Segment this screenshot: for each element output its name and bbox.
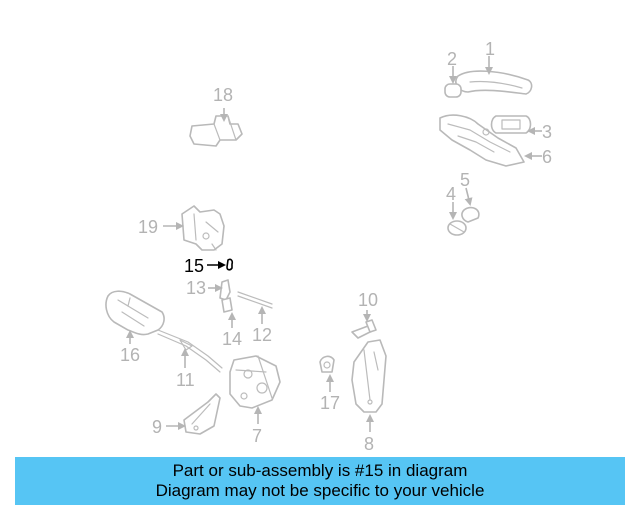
part-bracket-14: [221, 297, 233, 313]
part-clip-15: [226, 258, 234, 271]
banner-line-part: Part or sub-assembly is #15 in diagram: [172, 461, 468, 480]
callout-5: 5: [460, 170, 470, 190]
callout-19: 19: [138, 217, 158, 237]
part-lock-cylinder: [447, 220, 467, 236]
callout-7: 7: [252, 426, 262, 446]
callout-4: 4: [446, 184, 456, 204]
callout-12: 12: [252, 325, 272, 345]
part-outside-handle: [455, 70, 533, 95]
info-banner: Part or sub-assembly is #15 in diagram D…: [15, 457, 625, 505]
callout-10: 10: [358, 290, 378, 310]
part-screw-10: [351, 319, 377, 339]
part-handle-base: [439, 114, 525, 167]
callout-16: 16: [120, 345, 140, 365]
callout-14: 14: [222, 329, 242, 349]
callout-8: 8: [364, 434, 374, 454]
part-handle-pad: [444, 83, 462, 98]
part-latch: [229, 355, 281, 409]
callout-3: 3: [542, 122, 552, 142]
callout-15: 15: [184, 256, 204, 276]
callout-2: 2: [447, 49, 457, 69]
part-actuator-8: [351, 339, 387, 413]
callout-9: 9: [152, 417, 162, 437]
part-rod-bracket: [183, 393, 221, 435]
part-rod-12: [237, 291, 273, 309]
banner-line-disclaimer: Diagram may not be specific to your vehi…: [155, 481, 485, 500]
part-handle-bracket: [490, 115, 532, 134]
part-hinge-lower: [181, 205, 225, 251]
callout-1: 1: [485, 39, 495, 59]
callout-13: 13: [186, 278, 206, 298]
part-lock-cap: [461, 206, 480, 223]
callout-17: 17: [320, 393, 340, 413]
part-cable-11: [157, 329, 223, 373]
callout-18: 18: [213, 85, 233, 105]
callout-11: 11: [176, 370, 195, 390]
part-inside-handle: [105, 290, 165, 336]
callout-6: 6: [542, 147, 552, 167]
part-rod-clip: [219, 279, 231, 301]
part-hinge-upper: [189, 115, 243, 147]
part-grommet-17: [319, 355, 335, 373]
